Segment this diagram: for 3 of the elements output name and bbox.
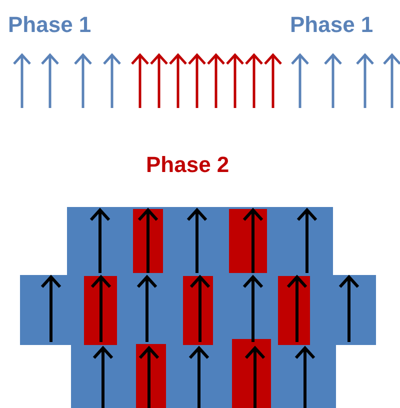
phase-label: Phase 2	[146, 152, 230, 178]
phase-label: Phase 1	[8, 12, 92, 38]
phase-label: Phase 1	[290, 12, 374, 38]
